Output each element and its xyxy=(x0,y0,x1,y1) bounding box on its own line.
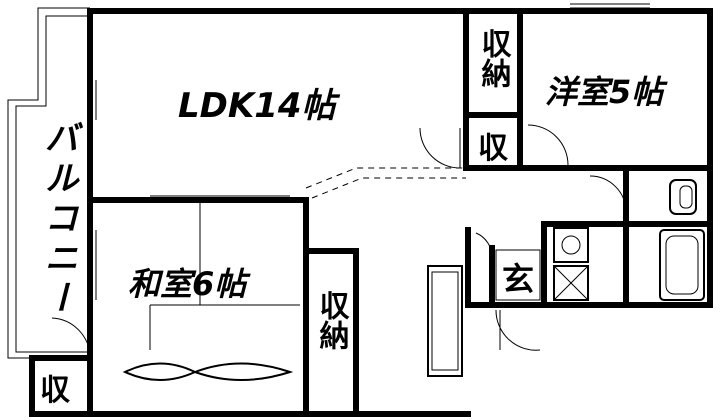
room-label-japanese: 和室6帖 xyxy=(128,265,251,303)
interior-walls xyxy=(87,8,713,417)
exterior-walls xyxy=(29,8,713,417)
room-label-entrance: 玄 xyxy=(502,260,534,298)
room-label-balcony: バルコニー xyxy=(38,120,78,320)
closet-label-top: 収納 xyxy=(476,28,512,88)
closet-label-small: 収 xyxy=(478,131,509,166)
closet-label-balcony: 収 xyxy=(40,373,71,408)
balcony-area xyxy=(7,7,90,359)
room-label-western: 洋室5帖 xyxy=(545,73,668,111)
details xyxy=(51,3,705,381)
room-label-ldk: LDK14帖 xyxy=(178,86,341,126)
closet-label-japanese: 収納 xyxy=(314,290,350,350)
